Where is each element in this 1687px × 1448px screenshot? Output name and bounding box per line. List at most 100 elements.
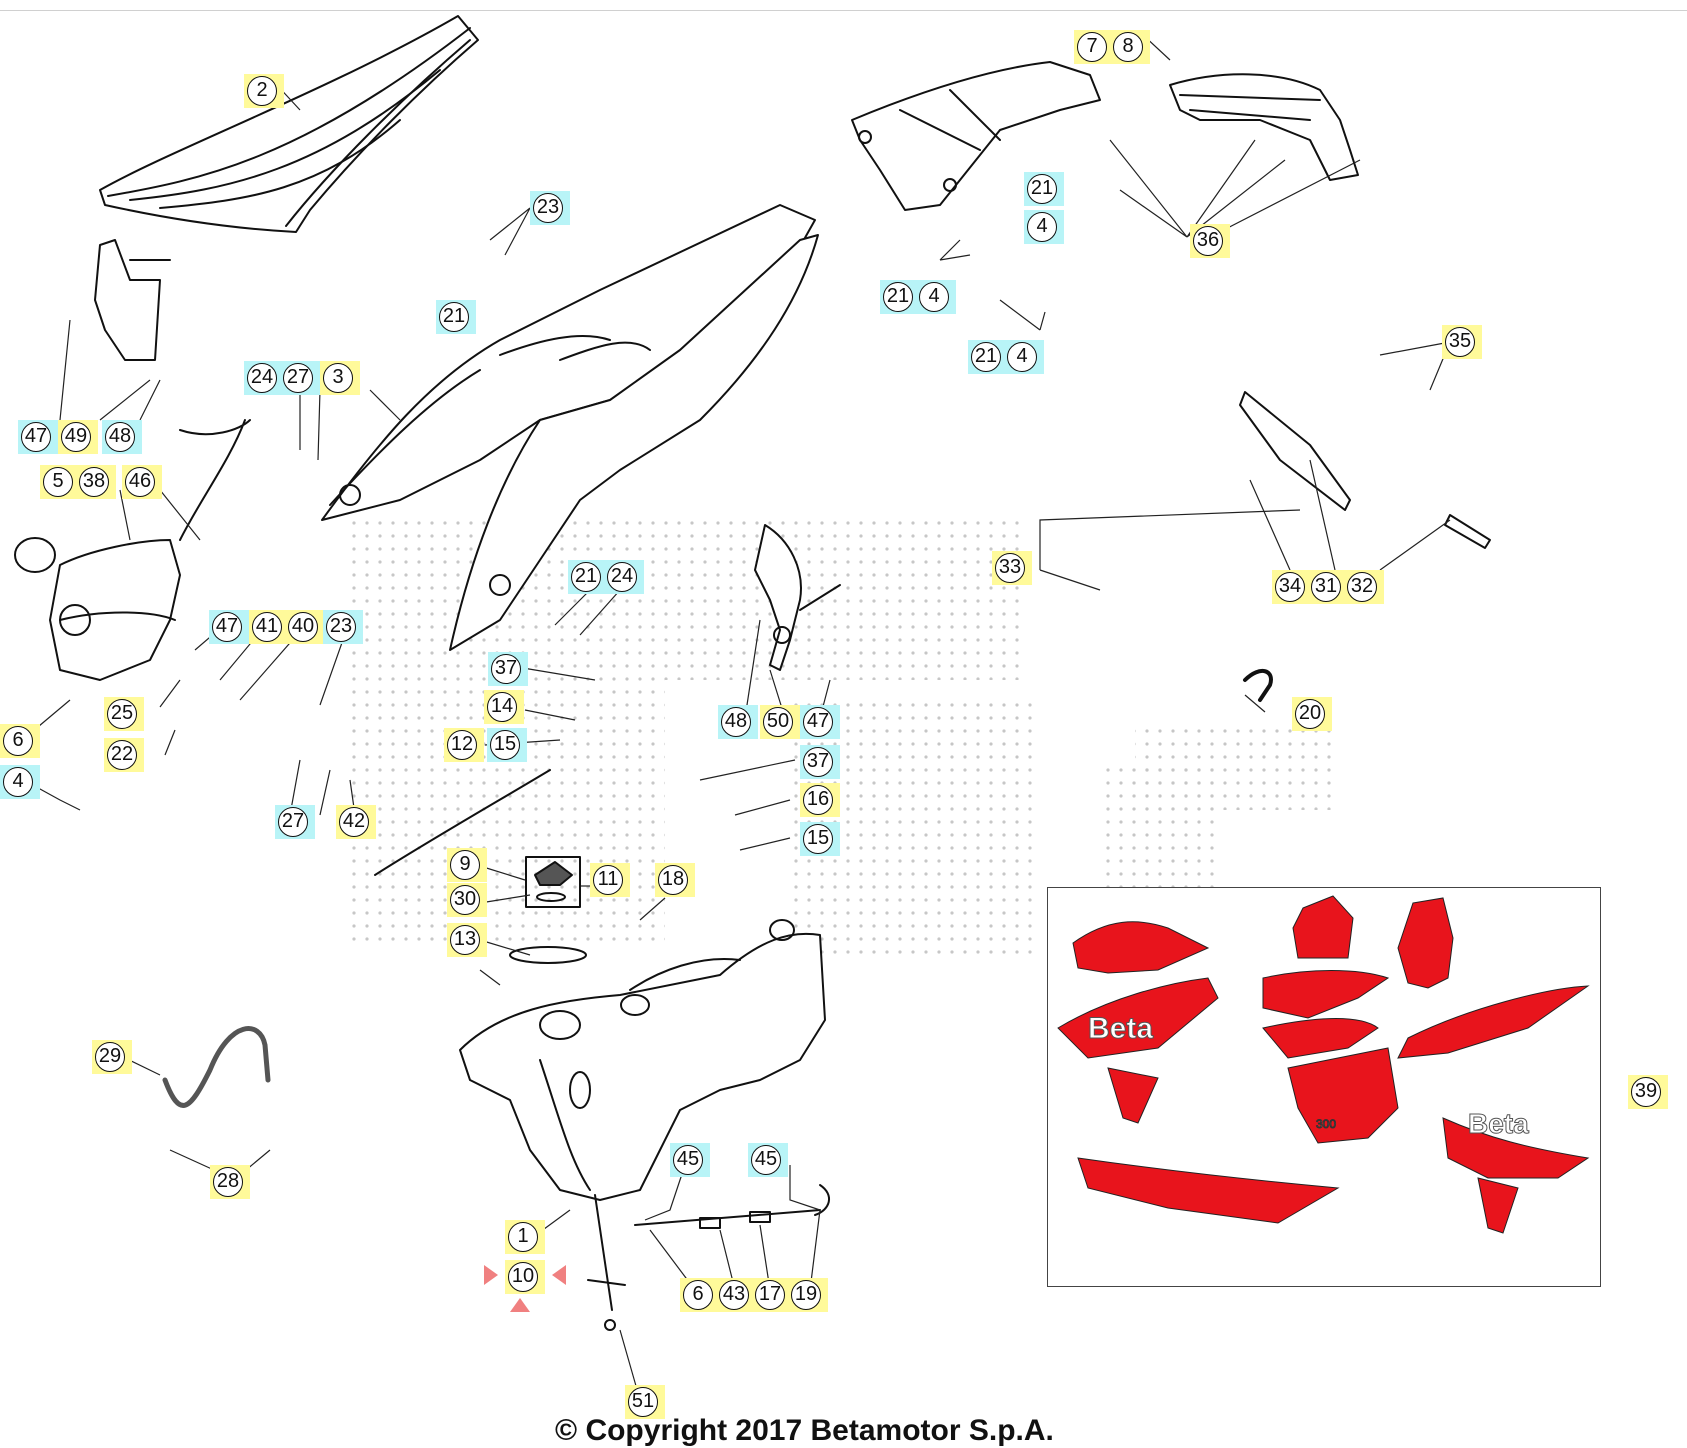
callout-20[interactable]: 20 — [1292, 697, 1332, 731]
part-number-bubble[interactable]: 21 — [439, 302, 469, 332]
callout-46[interactable]: 46 — [122, 465, 162, 499]
callout-37[interactable]: 37 — [488, 652, 528, 686]
callout-9[interactable]: 9 — [447, 848, 487, 882]
part-number-bubble[interactable]: 6 — [683, 1280, 713, 1310]
part-number-bubble[interactable]: 4 — [1027, 212, 1057, 242]
part-number-bubble[interactable]: 37 — [803, 747, 833, 777]
callout-47[interactable]: 47 — [209, 610, 249, 644]
callout-47[interactable]: 47 — [800, 705, 840, 739]
part-number-bubble[interactable]: 37 — [491, 654, 521, 684]
part-number-bubble[interactable]: 22 — [107, 740, 137, 770]
part-number-bubble[interactable]: 28 — [213, 1167, 243, 1197]
callout-3[interactable]: 3 — [320, 361, 360, 395]
part-number-bubble[interactable]: 21 — [971, 342, 1001, 372]
part-number-bubble[interactable]: 6 — [3, 726, 33, 756]
part-number-bubble[interactable]: 42 — [339, 807, 369, 837]
part-number-bubble[interactable]: 46 — [125, 467, 155, 497]
part-number-bubble[interactable]: 41 — [252, 612, 282, 642]
callout-23[interactable]: 23 — [530, 191, 570, 225]
part-number-bubble[interactable]: 47 — [212, 612, 242, 642]
callout-1[interactable]: 1 — [505, 1220, 545, 1254]
callout-7[interactable]: 7 — [1074, 30, 1114, 64]
part-number-bubble[interactable]: 49 — [61, 422, 91, 452]
callout-25[interactable]: 25 — [104, 697, 144, 731]
callout-49[interactable]: 49 — [58, 420, 98, 454]
part-number-bubble[interactable]: 18 — [658, 865, 688, 895]
callout-36[interactable]: 36 — [1190, 224, 1230, 258]
callout-22[interactable]: 22 — [104, 738, 144, 772]
callout-21[interactable]: 21 — [1024, 172, 1064, 206]
part-number-bubble[interactable]: 23 — [326, 612, 356, 642]
part-number-bubble[interactable]: 51 — [628, 1387, 658, 1417]
part-number-bubble[interactable]: 23 — [533, 193, 563, 223]
callout-4[interactable]: 4 — [0, 765, 40, 799]
callout-48[interactable]: 48 — [718, 705, 758, 739]
part-number-bubble[interactable]: 33 — [995, 553, 1025, 583]
part-number-bubble[interactable]: 38 — [79, 467, 109, 497]
part-number-bubble[interactable]: 25 — [107, 699, 137, 729]
part-number-bubble[interactable]: 24 — [247, 363, 277, 393]
part-number-bubble[interactable]: 21 — [1027, 174, 1057, 204]
part-number-bubble[interactable]: 43 — [719, 1280, 749, 1310]
part-number-bubble[interactable]: 15 — [803, 824, 833, 854]
callout-23[interactable]: 23 — [323, 610, 363, 644]
callout-15[interactable]: 15 — [800, 822, 840, 856]
part-number-bubble[interactable]: 14 — [487, 692, 517, 722]
callout-47[interactable]: 47 — [18, 420, 58, 454]
part-number-bubble[interactable]: 9 — [450, 850, 480, 880]
part-number-bubble[interactable]: 50 — [763, 707, 793, 737]
callout-16[interactable]: 16 — [800, 783, 840, 817]
part-number-bubble[interactable]: 45 — [673, 1145, 703, 1175]
callout-2[interactable]: 2 — [244, 74, 284, 108]
callout-4[interactable]: 4 — [1024, 210, 1064, 244]
part-number-bubble[interactable]: 11 — [593, 865, 623, 895]
callout-48[interactable]: 48 — [102, 420, 142, 454]
part-number-bubble[interactable]: 19 — [791, 1280, 821, 1310]
callout-33[interactable]: 33 — [992, 551, 1032, 585]
part-number-bubble[interactable]: 2 — [247, 76, 277, 106]
part-number-bubble[interactable]: 21 — [571, 562, 601, 592]
part-number-bubble[interactable]: 4 — [919, 282, 949, 312]
part-number-bubble[interactable]: 27 — [283, 363, 313, 393]
part-number-bubble[interactable]: 3 — [323, 363, 353, 393]
part-number-bubble[interactable]: 36 — [1193, 226, 1223, 256]
callout-29[interactable]: 29 — [92, 1040, 132, 1074]
part-number-bubble[interactable]: 16 — [803, 785, 833, 815]
callout-27[interactable]: 27 — [275, 805, 315, 839]
callout-42[interactable]: 42 — [336, 805, 376, 839]
callout-28[interactable]: 28 — [210, 1165, 250, 1199]
part-number-bubble[interactable]: 35 — [1445, 327, 1475, 357]
part-number-bubble[interactable]: 40 — [288, 612, 318, 642]
part-number-bubble[interactable]: 1 — [508, 1222, 538, 1252]
callout-35[interactable]: 35 — [1442, 325, 1482, 359]
part-number-bubble[interactable]: 7 — [1077, 32, 1107, 62]
callout-45[interactable]: 45 — [670, 1143, 710, 1177]
part-number-bubble[interactable]: 39 — [1631, 1077, 1661, 1107]
callout-14[interactable]: 14 — [484, 690, 524, 724]
callout-51[interactable]: 51 — [625, 1385, 665, 1419]
part-number-bubble[interactable]: 47 — [21, 422, 51, 452]
callout-6[interactable]: 6 — [0, 724, 40, 758]
callout-11[interactable]: 11 — [590, 863, 630, 897]
part-number-bubble[interactable]: 48 — [105, 422, 135, 452]
part-number-bubble[interactable]: 48 — [721, 707, 751, 737]
callout-18[interactable]: 18 — [655, 863, 695, 897]
part-number-bubble[interactable]: 30 — [450, 885, 480, 915]
part-number-bubble[interactable]: 10 — [508, 1262, 538, 1292]
part-number-bubble[interactable]: 47 — [803, 707, 833, 737]
part-number-bubble[interactable]: 8 — [1113, 32, 1143, 62]
callout-13[interactable]: 13 — [447, 923, 487, 957]
callout-45[interactable]: 45 — [748, 1143, 788, 1177]
part-number-bubble[interactable]: 4 — [1007, 342, 1037, 372]
part-number-bubble[interactable]: 12 — [447, 730, 477, 760]
callout-30[interactable]: 30 — [447, 883, 487, 917]
part-number-bubble[interactable]: 34 — [1275, 572, 1305, 602]
part-number-bubble[interactable]: 29 — [95, 1042, 125, 1072]
